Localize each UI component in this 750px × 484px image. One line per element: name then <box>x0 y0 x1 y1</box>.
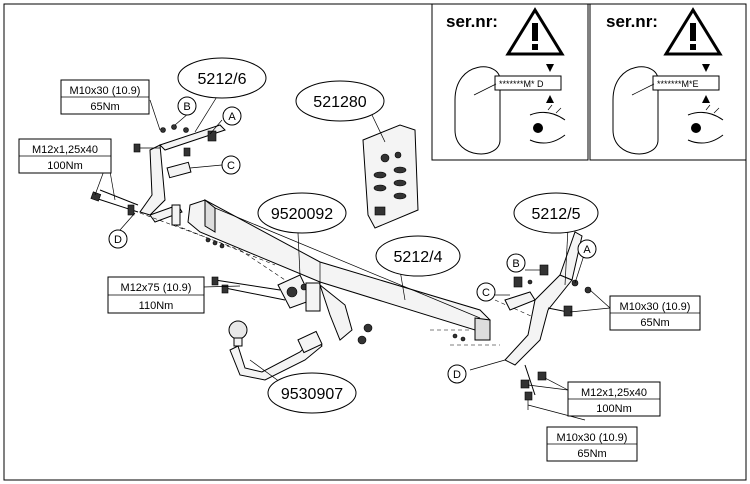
bolt-size: M10x30 (10.9) <box>620 301 691 313</box>
bolt-torque: 65Nm <box>640 317 669 329</box>
serial-plate <box>652 75 720 91</box>
svg-text:9530907: 9530907 <box>281 386 343 403</box>
serial-heading: ser.nr: <box>446 12 498 31</box>
svg-text:D: D <box>453 369 461 381</box>
svg-text:5212/6: 5212/6 <box>198 71 247 88</box>
serial-panel-2: ser.nr: *******M*E <box>589 3 747 161</box>
bolt-torque: 100Nm <box>47 160 82 172</box>
svg-text:B: B <box>183 101 190 113</box>
bolt-size: M10x30 (10.9) <box>70 85 141 97</box>
crossbar <box>187 198 491 342</box>
svg-text:A: A <box>228 111 236 123</box>
bolt-torque: 100Nm <box>596 403 631 415</box>
bolt-size: M10x30 (10.9) <box>557 432 628 444</box>
assembly-guide-lines <box>139 212 541 346</box>
part-label-kit-left: 5212/6 <box>177 57 267 99</box>
svg-text:521280: 521280 <box>313 94 366 111</box>
svg-text:D: D <box>114 234 122 246</box>
svg-text:C: C <box>482 287 490 299</box>
svg-text:A: A <box>583 244 591 256</box>
callout-left-b: B <box>177 96 197 116</box>
callout-right-a: A <box>577 239 597 259</box>
part-label-bolt-pack: 521280 <box>295 80 385 122</box>
bolt-torque: 110Nm <box>139 300 174 312</box>
arrow-up-icon <box>546 95 554 103</box>
neck-mount-plate <box>211 274 373 345</box>
left-bracket <box>90 124 226 226</box>
arrow-down-icon <box>702 64 710 72</box>
callout-right-d: D <box>447 364 467 384</box>
hitch-plate-outline <box>612 66 659 155</box>
right-bracket <box>504 231 592 410</box>
callout-left-d: D <box>108 229 128 249</box>
callout-right-b: B <box>506 253 526 273</box>
part-label-kit-right: 5212/5 <box>513 192 599 234</box>
arrow-down-icon <box>546 64 554 72</box>
svg-text:5212/4: 5212/4 <box>394 249 443 266</box>
bolt-size: M12x1,25x40 <box>581 387 647 399</box>
callout-left-c: C <box>221 155 241 175</box>
part-label-ball-neck: 9530907 <box>267 372 357 414</box>
bolt-size: M12x75 (10.9) <box>121 282 192 294</box>
spec-right-top-bolt: M10x30 (10.9) 65Nm <box>609 295 701 331</box>
hitch-plate-outline <box>454 66 501 155</box>
eye-icon <box>687 104 724 144</box>
spec-top-left-bolt: M10x30 (10.9) 65Nm <box>60 79 150 115</box>
tow-ball-neck <box>228 320 323 381</box>
spec-right-mid-bolt: M12x1,25x40 100Nm <box>567 381 661 417</box>
spec-center-bolt: M12x75 (10.9) 110Nm <box>107 276 205 314</box>
bolt-torque: 65Nm <box>577 448 606 460</box>
serial-plate-text: *******M* D <box>499 79 544 89</box>
bolt-pack <box>362 124 419 229</box>
serial-panel-1: ser.nr: *******M* D <box>431 3 589 161</box>
spec-right-bottom-bolt: M10x30 (10.9) 65Nm <box>546 426 638 462</box>
bolt-size: M12x1,25x40 <box>32 144 98 156</box>
serial-plate <box>494 75 562 91</box>
spec-left-side-bolt: M12x1,25x40 100Nm <box>18 138 112 174</box>
bolt-torque: 65Nm <box>90 101 119 113</box>
svg-text:B: B <box>512 258 519 270</box>
svg-text:9520092: 9520092 <box>271 206 333 223</box>
warning-icon <box>663 7 723 56</box>
callout-left-a: A <box>222 106 242 126</box>
serial-plate-text: *******M*E <box>657 79 699 89</box>
serial-heading: ser.nr: <box>606 12 658 31</box>
diagram-frame <box>3 3 747 481</box>
part-label-crossbar: 5212/4 <box>375 235 461 277</box>
part-label-neck-mount: 9520092 <box>257 192 347 234</box>
warning-icon <box>505 7 565 56</box>
svg-text:C: C <box>227 160 235 172</box>
svg-text:5212/5: 5212/5 <box>532 206 581 223</box>
eye-icon <box>529 104 566 144</box>
callout-right-c: C <box>476 282 496 302</box>
leader-lines <box>94 94 611 421</box>
arrow-up-icon <box>702 95 710 103</box>
